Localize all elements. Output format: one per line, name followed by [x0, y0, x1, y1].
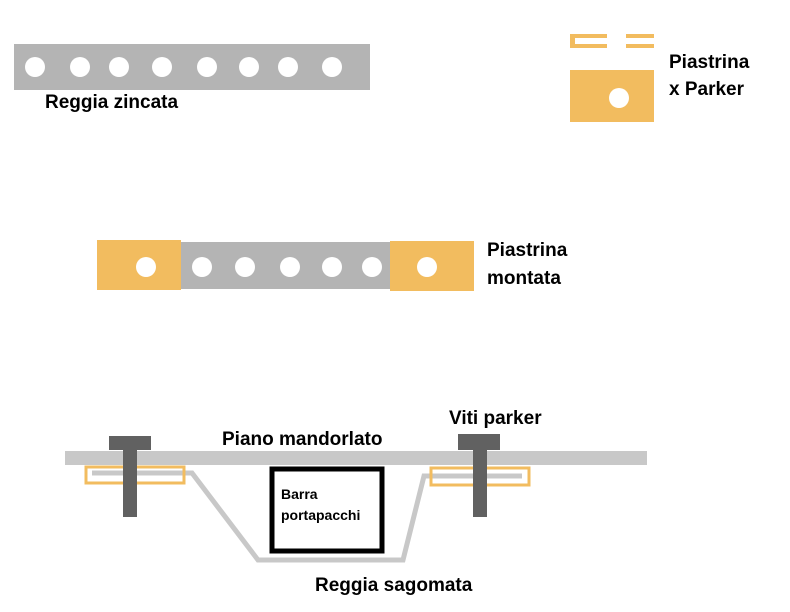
strip-hole [152, 57, 172, 77]
label-piano-mandorlato: Piano mandorlato [222, 429, 382, 450]
strip-hole [197, 57, 217, 77]
label-piastrina-montata-1: Piastrina [487, 240, 568, 261]
piano-mandorlato-panel [65, 451, 647, 465]
label-barra-1: Barra [281, 486, 318, 502]
piastrina-parker: Piastrina x Parker [570, 34, 750, 122]
mounted-plate-right-hole [417, 257, 437, 277]
strip-hole [280, 257, 300, 277]
strip-hole [70, 57, 90, 77]
reggia-zincata: Reggia zincata [14, 44, 370, 113]
plate-side-view-right-top [626, 34, 654, 38]
strip-hole [278, 57, 298, 77]
strip-hole [322, 57, 342, 77]
label-viti-parker: Viti parker [449, 408, 542, 429]
mounted-plate-left-hole [136, 257, 156, 277]
plate-side-view-right-bottom [626, 44, 654, 48]
strip-hole [109, 57, 129, 77]
plate-side-view-left [570, 34, 607, 48]
label-reggia-zincata: Reggia zincata [45, 92, 178, 113]
assembly-section: Barra portapacchi Piano mandorlato Viti … [65, 408, 647, 596]
label-piastrina-montata-2: montata [487, 268, 561, 289]
strip-hole [235, 257, 255, 277]
strip-hole [239, 57, 259, 77]
strip-hole [362, 257, 382, 277]
galvanized-strip [14, 44, 370, 90]
plate-hole [609, 88, 629, 108]
label-barra-2: portapacchi [281, 507, 360, 523]
strip-hole [192, 257, 212, 277]
barra-portapacchi-box [269, 466, 385, 554]
strip-hole [25, 57, 45, 77]
parker-screw-left [109, 436, 151, 517]
strip-hole [322, 257, 342, 277]
label-reggia-sagomata: Reggia sagomata [315, 575, 473, 596]
label-piastrina-parker-1: Piastrina [669, 52, 750, 73]
parker-screw-right [458, 434, 500, 517]
reggia-sagomata-strap [92, 470, 522, 563]
piastrina-montata: Piastrina montata [97, 240, 568, 291]
label-piastrina-parker-2: x Parker [669, 79, 745, 100]
